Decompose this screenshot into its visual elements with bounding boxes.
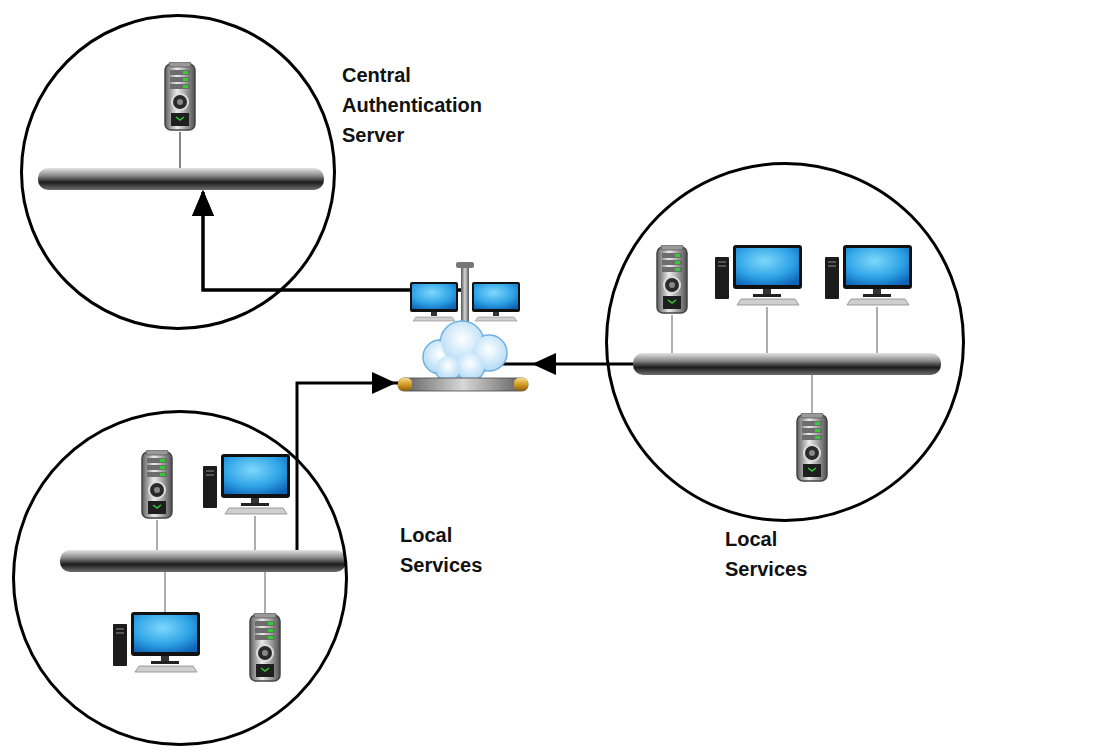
network-region: Local Services — [12, 410, 348, 746]
region-label: Local Services — [725, 524, 825, 584]
region-outline — [605, 162, 965, 522]
region-circle — [607, 164, 964, 521]
region-outline — [20, 14, 336, 330]
region-circle — [14, 412, 347, 745]
network-link — [203, 192, 465, 550]
network-region: Local Services — [605, 162, 965, 522]
network-link — [203, 192, 633, 364]
region-outline — [12, 410, 348, 746]
region-label: Local Services — [400, 520, 500, 580]
region-label: Central Authentication Server — [342, 60, 512, 150]
network-region: Central Authentication Server — [20, 14, 336, 330]
region-circle — [22, 16, 335, 329]
